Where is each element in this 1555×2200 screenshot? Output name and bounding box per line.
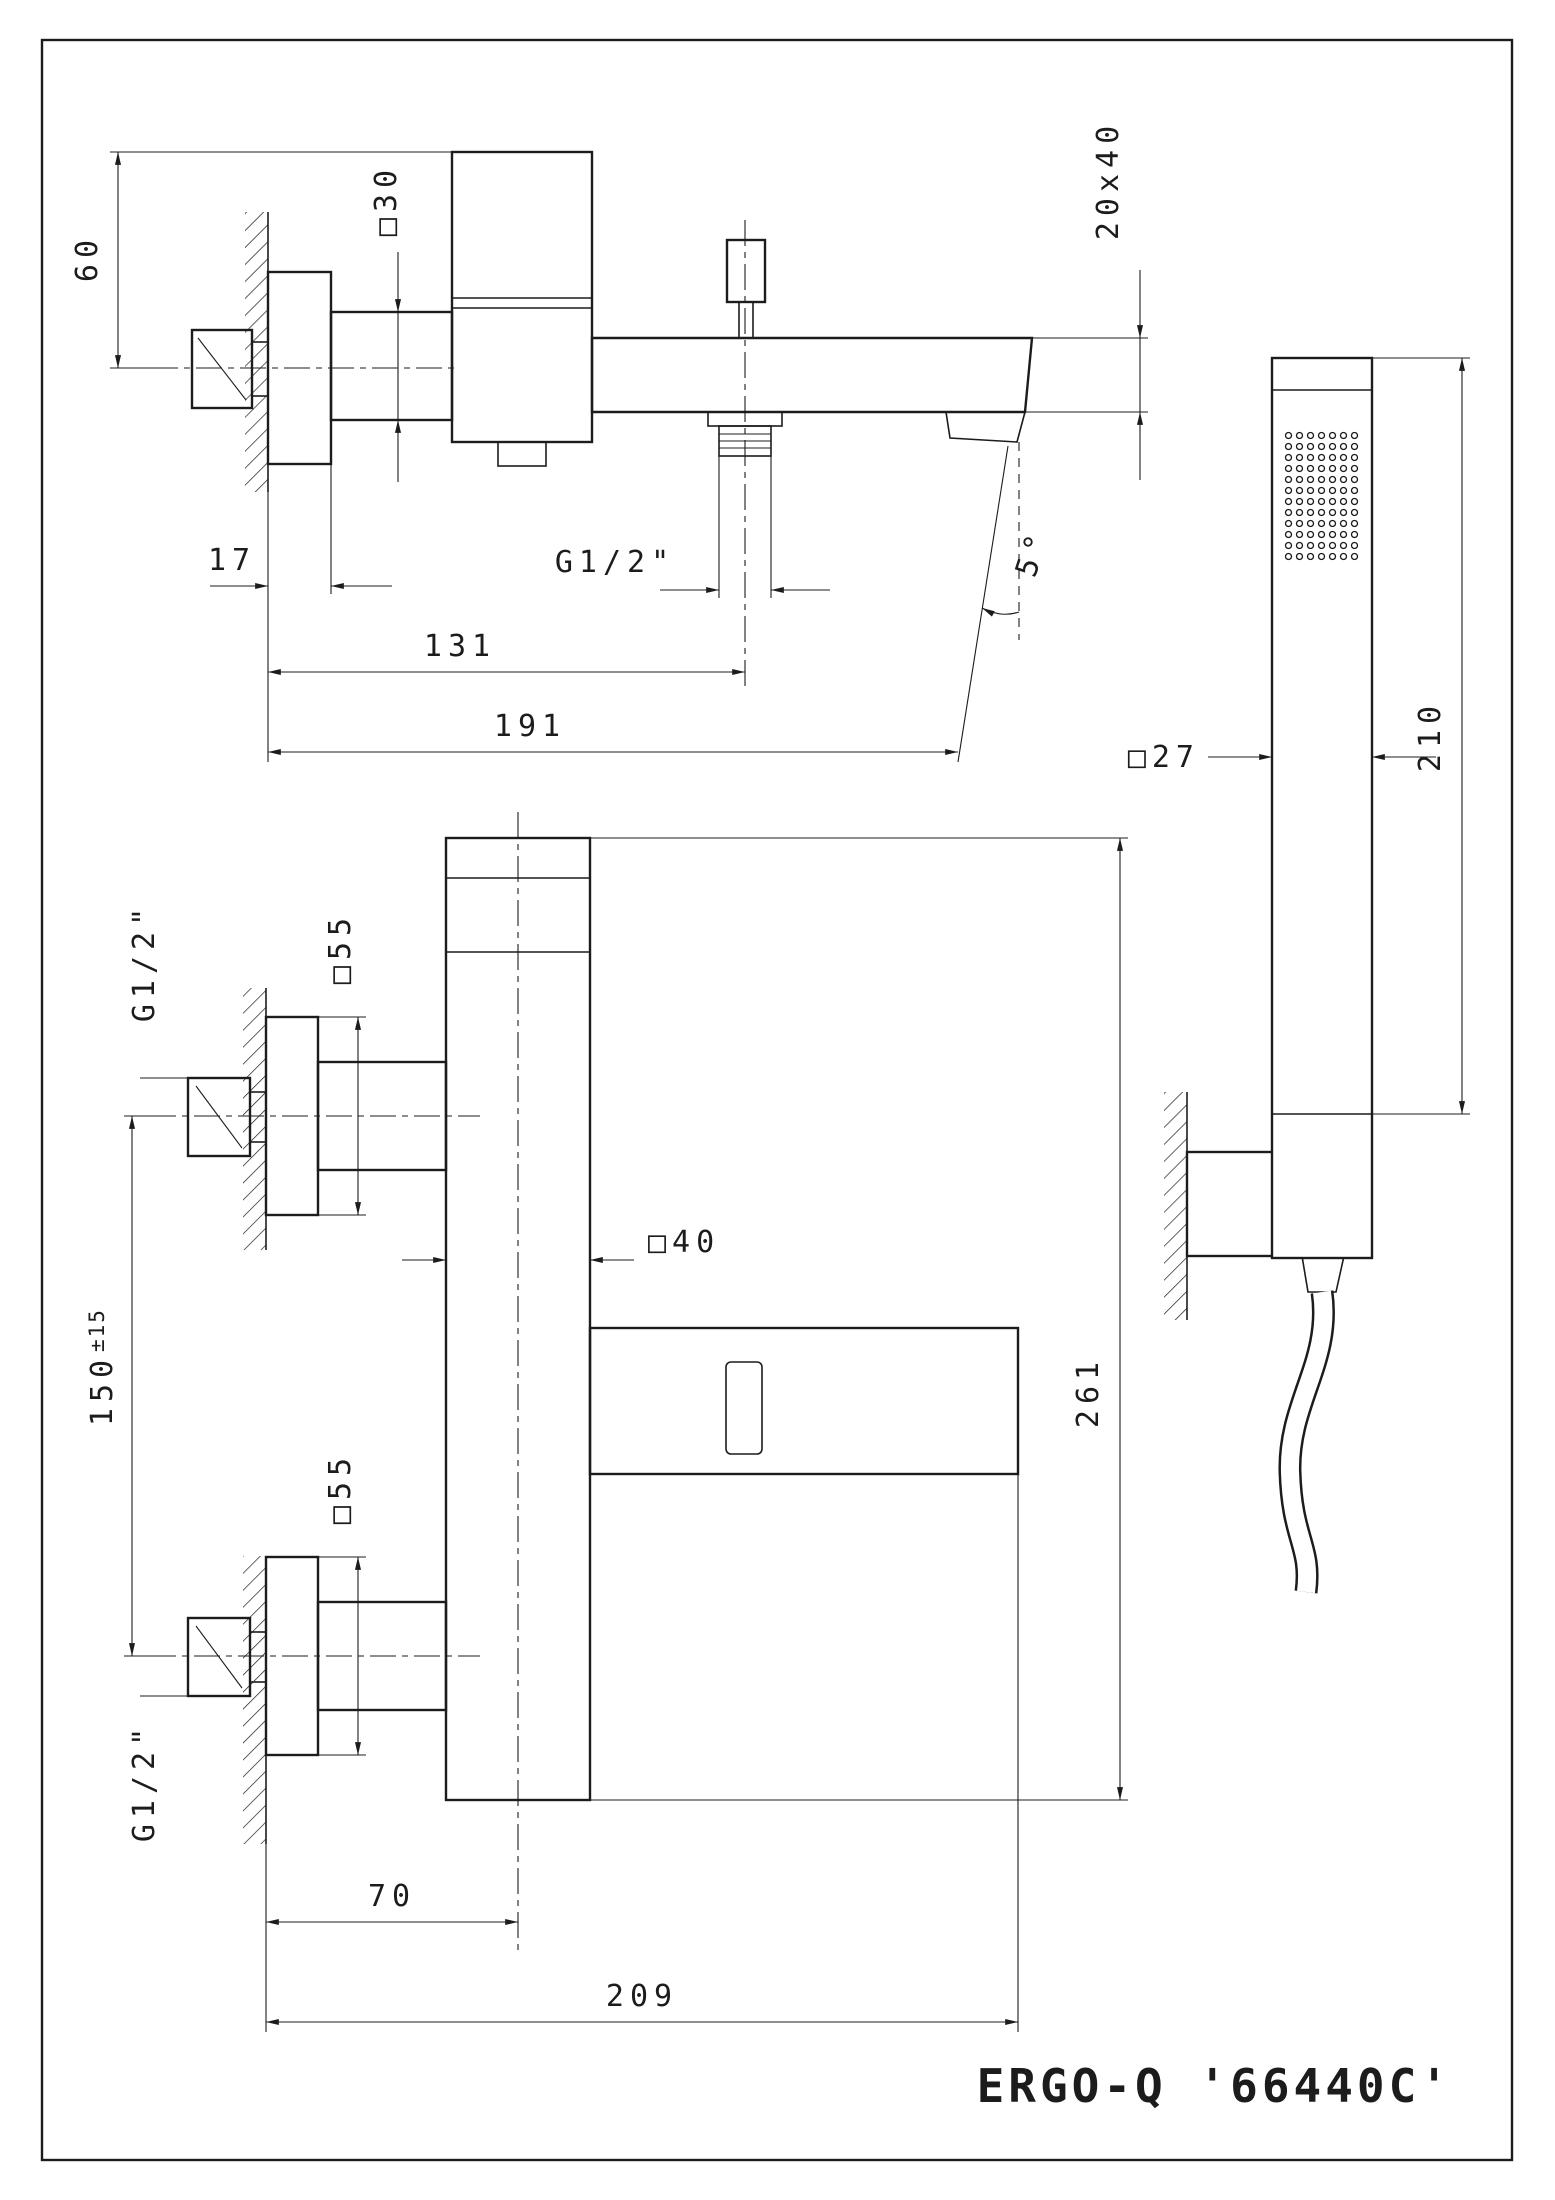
- dim-label-210: 210: [1413, 700, 1448, 772]
- dim-label-square-55-top: □55: [323, 912, 358, 984]
- dim-label-5deg: 5°: [1009, 525, 1057, 582]
- dim-label-20x40: 20x40: [1091, 120, 1126, 240]
- drawing-title: ERGO-Q '66440C': [977, 2059, 1452, 2113]
- dim-210: 210: [1372, 357, 1470, 1115]
- dim-label-261: 261: [1071, 1356, 1106, 1428]
- aerator-side: [497, 441, 547, 467]
- hand-shower: □27 210: [1128, 356, 1470, 1594]
- front-view: G1/2" □55 150 ±15: [85, 812, 1128, 2032]
- dim-261: 261: [590, 837, 1128, 1801]
- mixer-body-side: [450, 150, 594, 467]
- dim-label-150-tolerance: ±15: [85, 1308, 109, 1352]
- wall-hatching: [1164, 1092, 1187, 1320]
- thread-label-g12-top: G1/2": [127, 902, 162, 1022]
- dim-thread-g12-side: G1/2": [555, 456, 830, 598]
- dim-label-square-27: □27: [1128, 740, 1200, 775]
- dim-label-191: 191: [494, 709, 566, 744]
- shower-hose: [1278, 1290, 1335, 1594]
- diverter-knob: [725, 238, 767, 339]
- dim-191: 191: [267, 445, 1009, 763]
- dim-square-55-top: □55: [318, 912, 366, 1216]
- thread-label-g12-side: G1/2": [555, 545, 675, 580]
- dim-label-60: 60: [70, 234, 105, 282]
- hose-connector: [1301, 1255, 1345, 1293]
- dim-square-30: □30: [369, 164, 404, 482]
- dim-70: 70: [265, 1844, 518, 1932]
- spout-side: [590, 336, 1034, 414]
- wall-hatching: [245, 212, 268, 492]
- connector-side: [329, 310, 454, 422]
- shower-handle: [1270, 356, 1374, 1260]
- side-view: 60 □30 20x40 1: [70, 120, 1148, 763]
- dim-label-131: 131: [424, 629, 496, 664]
- wall-hatching: [243, 988, 266, 1250]
- dim-square-55-bottom: □55: [318, 1452, 366, 1756]
- dim-thread-g12-bottom: G1/2": [127, 1695, 188, 1842]
- dim-thread-g12-top: G1/2": [127, 902, 188, 1079]
- wall-section-front-top: [243, 988, 267, 1250]
- sheet-border: [40, 38, 1514, 2162]
- spray-nozzle-grid: [1283, 430, 1361, 562]
- dim-label-17: 17: [208, 543, 256, 578]
- dim-label-150: 150: [85, 1354, 120, 1426]
- spout-slot: [725, 1361, 763, 1455]
- wall-section-front-bottom: [243, 1556, 267, 1844]
- wall-section-side: [245, 212, 269, 492]
- title-block: ERGO-Q '66440C': [977, 2059, 1452, 2113]
- dim-square-40: □40: [402, 1225, 720, 1264]
- wall-hatching: [243, 1556, 266, 1844]
- dim-label-square-40: □40: [648, 1225, 720, 1260]
- spout-front: [588, 1326, 1020, 1476]
- dim-label-209: 209: [606, 1979, 678, 2014]
- dim-label-square-55-bottom: □55: [323, 1452, 358, 1524]
- dim-label-70: 70: [368, 1879, 416, 1914]
- dim-131: 131: [267, 594, 745, 682]
- dim-150: 150 ±15: [85, 1115, 150, 1657]
- dim-label-square-30: □30: [369, 164, 404, 236]
- wall-section-bracket: [1164, 1092, 1188, 1320]
- spout-nozzle: [945, 411, 1027, 443]
- dim-209: 209: [265, 1474, 1019, 2032]
- dim-17: 17: [208, 464, 392, 594]
- dim-square-27: □27: [1128, 740, 1436, 775]
- thread-label-g12-bottom: G1/2": [127, 1722, 162, 1842]
- dim-60: 60: [70, 151, 452, 369]
- dim-20x40: 20x40: [1025, 120, 1148, 480]
